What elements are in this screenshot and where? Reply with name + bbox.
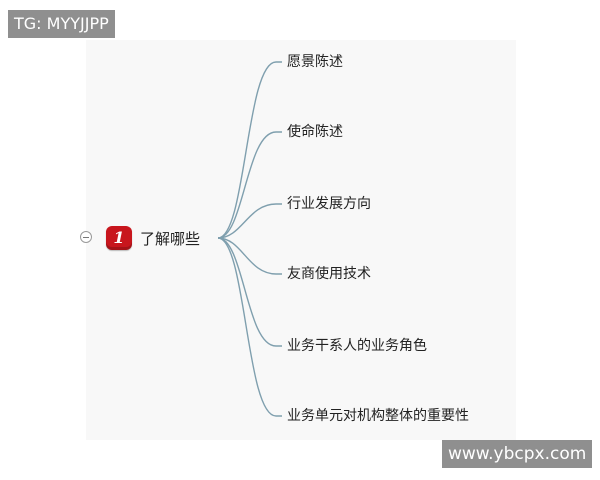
branch-node-6[interactable]: 业务单元对机构整体的重要性 (287, 408, 469, 424)
watermark-bottom: www.ybcpx.com (442, 440, 593, 468)
connector-branch-1 (217, 61, 282, 239)
connector-branch-6 (217, 237, 282, 417)
watermark-top: TG: MYYJJPP (8, 10, 115, 38)
connector-branch-4 (217, 237, 282, 275)
connector-branch-5 (217, 237, 282, 347)
root-node-label[interactable]: 了解哪些 (140, 230, 201, 248)
branch-node-3[interactable]: 行业发展方向 (287, 196, 371, 212)
diagram-background (86, 40, 516, 440)
collapse-toggle-icon[interactable] (80, 231, 92, 243)
branch-node-4[interactable]: 友商使用技术 (287, 266, 371, 282)
priority-one-badge: 1 (106, 226, 132, 250)
branch-node-5[interactable]: 业务干系人的业务角色 (287, 338, 427, 354)
connector-branch-2 (217, 131, 282, 239)
branch-node-1[interactable]: 愿景陈述 (287, 54, 343, 70)
branch-node-2[interactable]: 使命陈述 (287, 124, 343, 140)
connector-branch-3 (217, 203, 282, 239)
